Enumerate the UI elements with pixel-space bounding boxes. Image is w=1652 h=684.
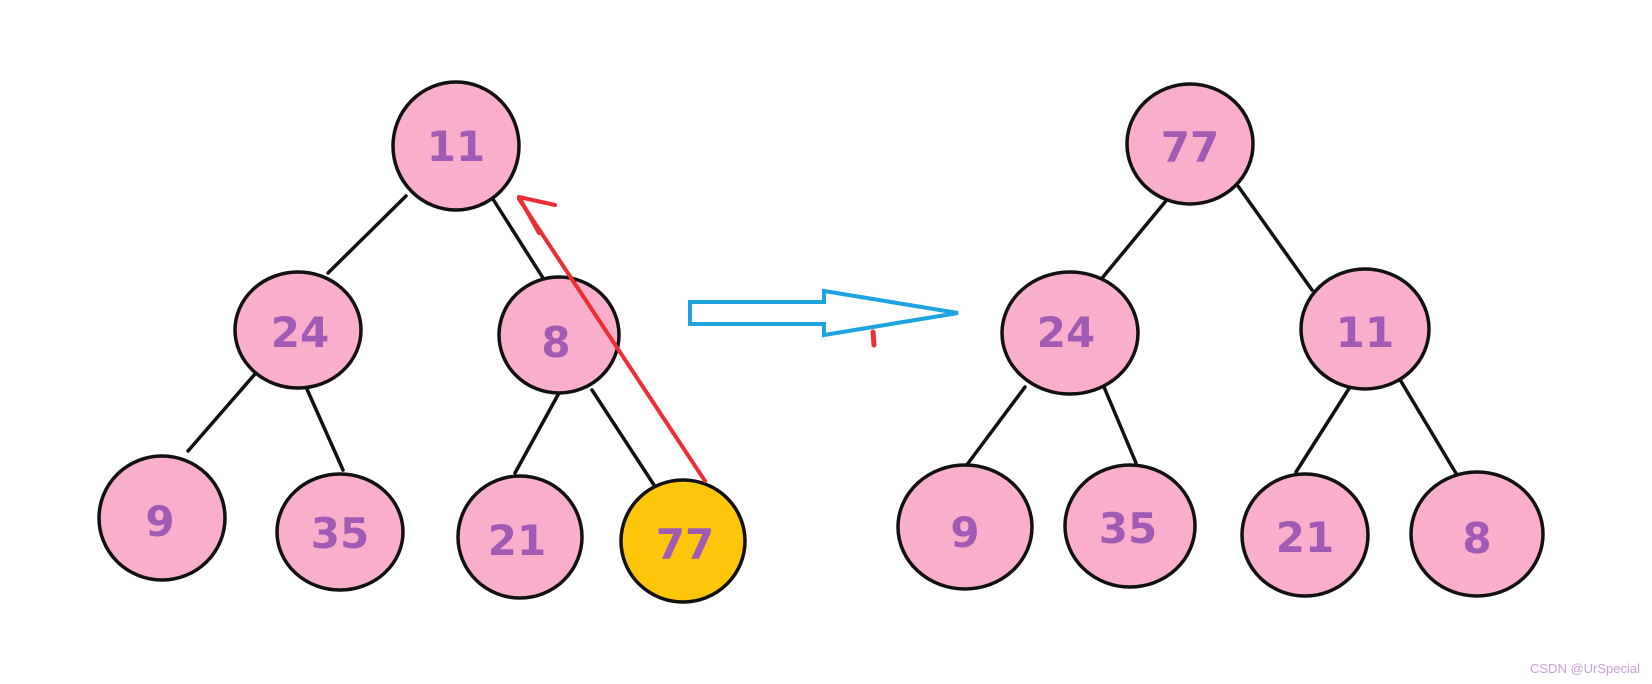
- before-node: 8: [497, 275, 621, 395]
- after-node: 11: [1299, 267, 1431, 391]
- arrow-up-left-icon: [517, 195, 707, 483]
- after-node: 21: [1240, 472, 1370, 598]
- after-node-label: 8: [1462, 514, 1491, 563]
- edge-8-77: [590, 388, 656, 487]
- edge-11-8: [489, 194, 545, 280]
- before-node: 24: [233, 270, 363, 390]
- edge-11-8: [1397, 376, 1459, 477]
- before-node-label: 21: [488, 516, 546, 565]
- after-node-label: 77: [1161, 123, 1219, 172]
- after-node: 77: [1125, 82, 1255, 206]
- arrow-right-icon: [688, 288, 959, 338]
- red-mark: [870, 329, 877, 348]
- after-tree-edges: [964, 184, 1459, 477]
- edge-24-9: [186, 372, 257, 453]
- before-node-label: 35: [311, 509, 369, 558]
- edge-24-35: [304, 385, 345, 472]
- before-node: 9: [97, 454, 227, 582]
- after-node: 8: [1409, 470, 1545, 598]
- after-node-label: 35: [1099, 504, 1157, 553]
- after-node-label: 24: [1037, 308, 1095, 357]
- before-node-label: 9: [145, 497, 174, 546]
- watermark: CSDN @UrSpecial: [1530, 661, 1640, 676]
- before-node-label: 11: [427, 122, 485, 171]
- after-node-label: 21: [1276, 513, 1334, 562]
- before-node-label: 77: [656, 520, 714, 569]
- before-node-highlighted: 77: [619, 478, 747, 604]
- after-tree-nodes: 77 24 11 9 35 21 8: [896, 82, 1545, 598]
- edge-24-35: [1102, 385, 1138, 465]
- before-tree-edges: [186, 194, 656, 487]
- edge-8-21: [513, 391, 561, 475]
- after-node-label: 9: [950, 508, 979, 557]
- edge-11-24: [326, 194, 408, 275]
- before-node-label: 24: [271, 308, 329, 357]
- edge-77-11: [1236, 184, 1314, 292]
- before-node: 35: [275, 472, 405, 592]
- after-node: 9: [896, 463, 1034, 591]
- before-node: 11: [391, 80, 521, 212]
- before-tree-nodes: 11 24 8 9 35 21 77: [97, 80, 747, 604]
- before-node-label: 8: [541, 318, 570, 367]
- before-node: 21: [456, 474, 584, 600]
- edge-11-21: [1294, 385, 1352, 474]
- edge-77-24: [1096, 194, 1172, 285]
- edge-24-9: [964, 385, 1027, 468]
- after-node: 24: [1000, 270, 1140, 396]
- after-node-label: 11: [1336, 308, 1394, 357]
- after-node: 35: [1063, 463, 1197, 589]
